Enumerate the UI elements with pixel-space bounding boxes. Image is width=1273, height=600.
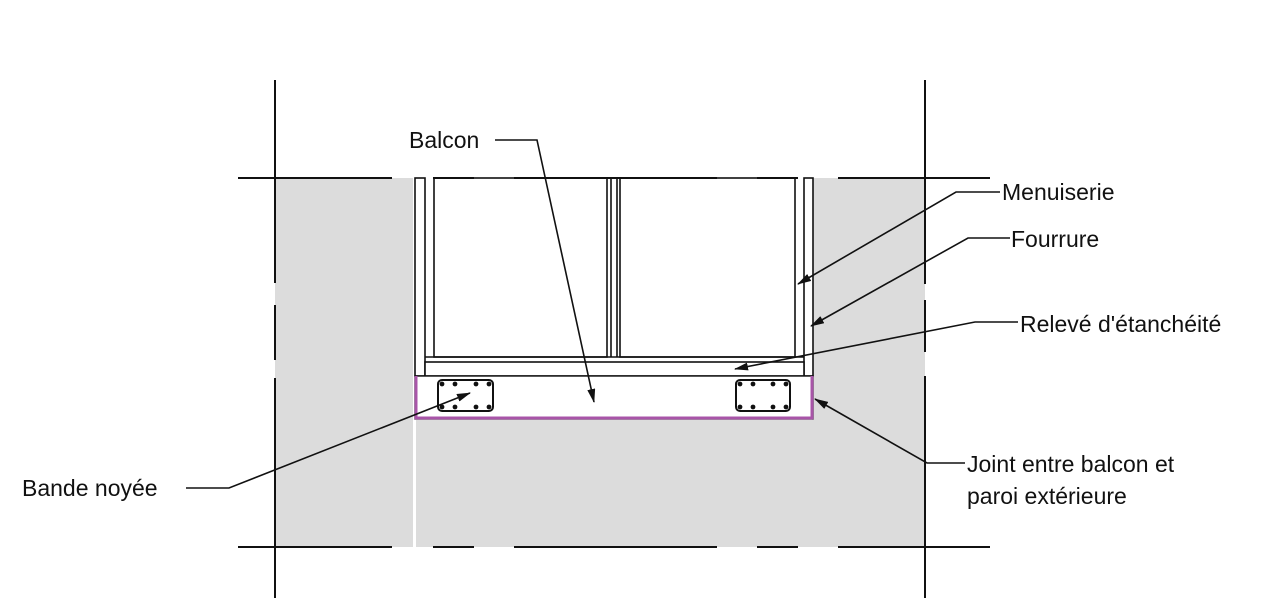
label-balcon: Balcon [409, 127, 480, 153]
leader-bande [186, 392, 471, 489]
leader-menuiserie [797, 191, 1000, 285]
leader-balcon [495, 139, 596, 403]
label-fourrure: Fourrure [1011, 226, 1100, 252]
label-joint-line1: Joint entre balcon et [967, 451, 1175, 477]
leader-releve [734, 321, 1018, 371]
rebar-cage-left [437, 379, 494, 412]
label-menuiserie: Menuiserie [1002, 179, 1115, 205]
label-bande-noyee: Bande noyée [22, 475, 158, 501]
window-frame [414, 177, 814, 377]
leader-joint [814, 398, 965, 464]
leader-fourrure [810, 237, 1010, 327]
label-releve-etancheite: Relevé d'étanchéité [1020, 311, 1222, 337]
label-joint-line2: paroi extérieure [967, 483, 1127, 509]
leader-lines [186, 139, 1018, 489]
rebar-cage-right [735, 379, 791, 412]
wall-fill [275, 178, 925, 547]
